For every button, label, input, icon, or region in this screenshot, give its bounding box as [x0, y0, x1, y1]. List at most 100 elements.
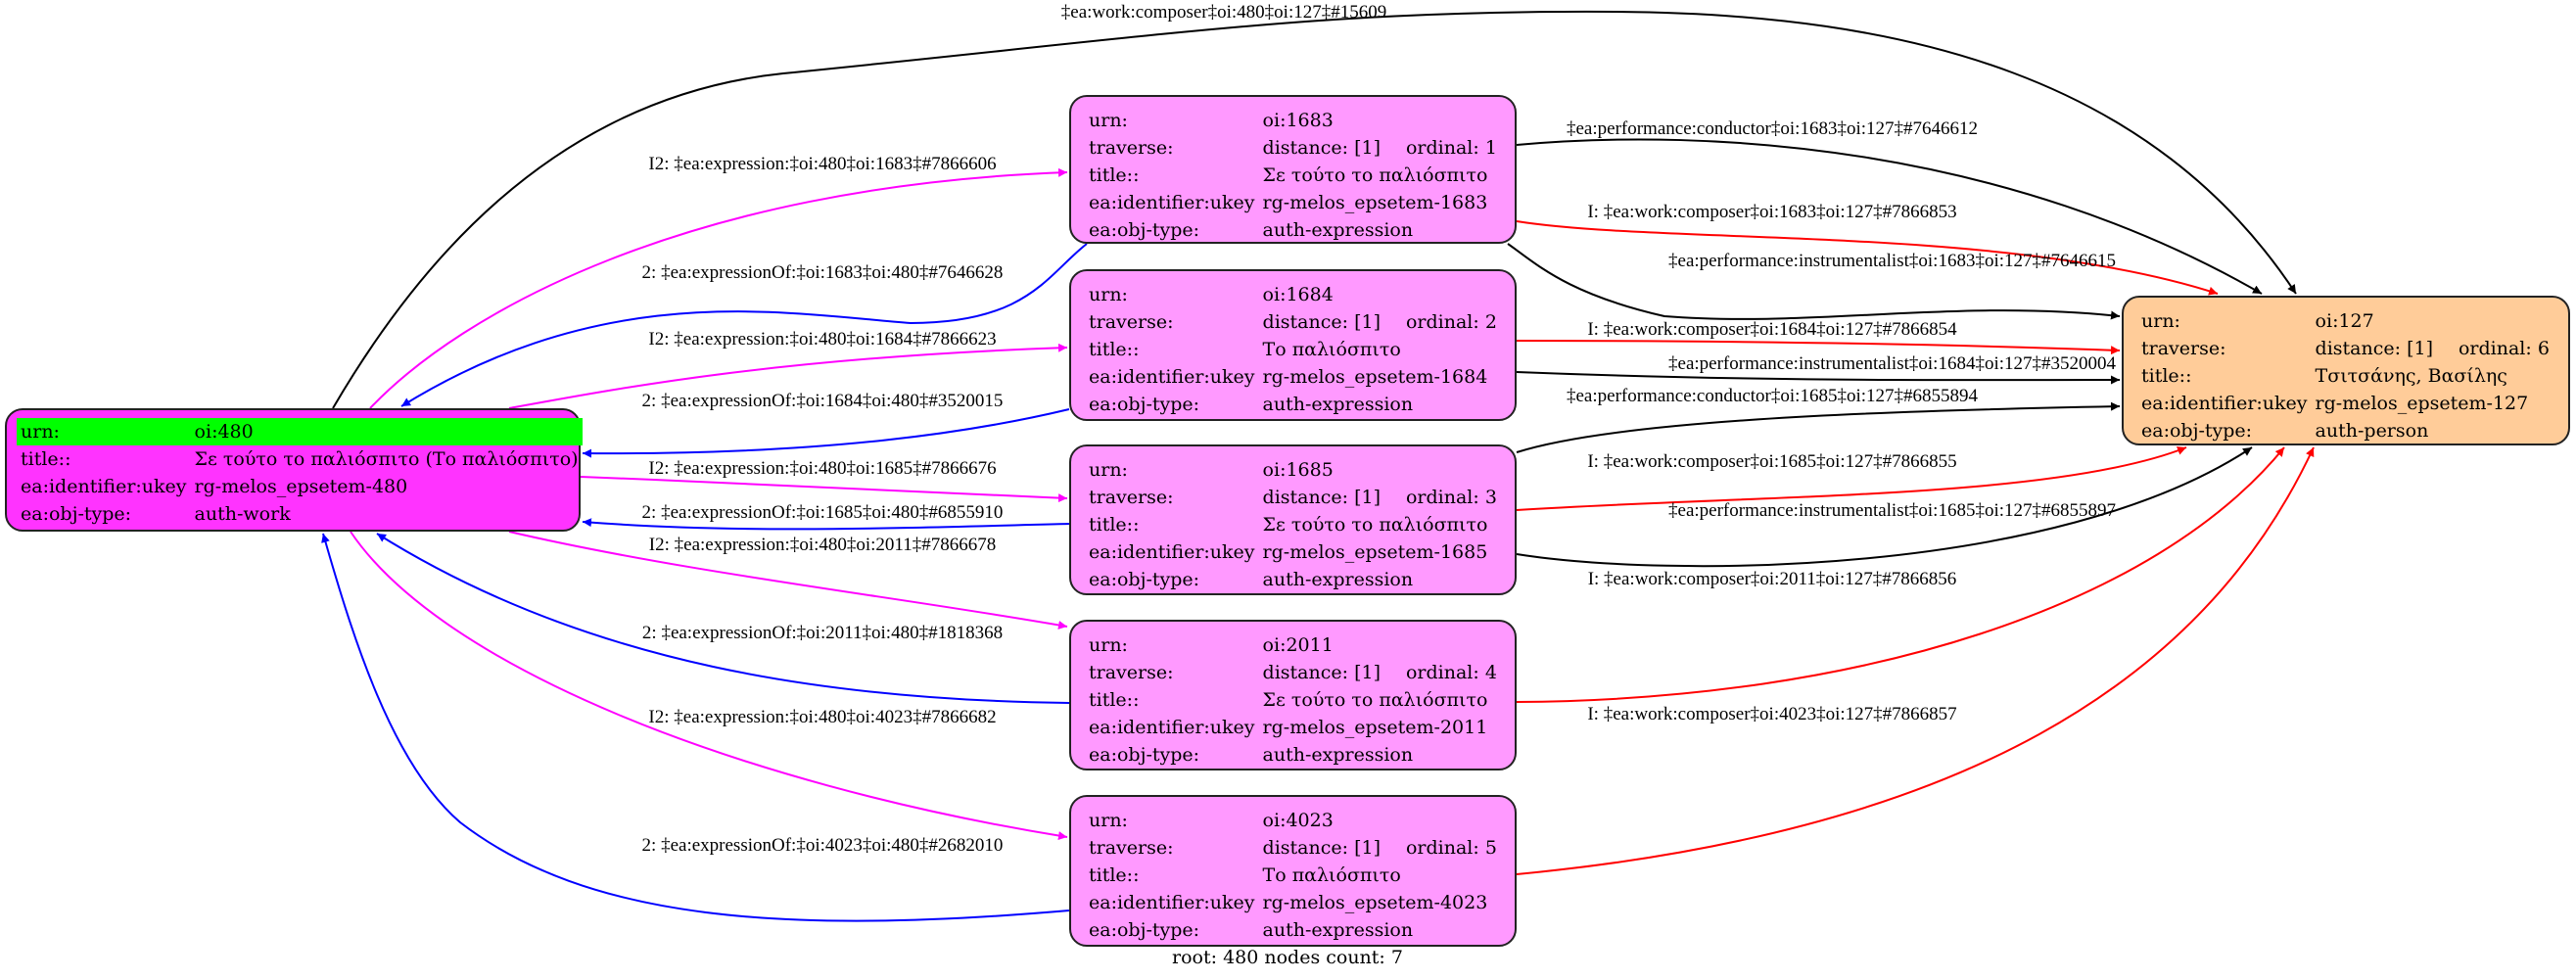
- edge-label-e8: I2: ‡ea:expression:‡oi:480‡oi:2011‡#7866…: [648, 535, 997, 555]
- edge-label-e6: I2: ‡ea:expression:‡oi:480‡oi:1685‡#7866…: [648, 458, 997, 479]
- field-title: title::Τσιτσάνης, Βασίλης: [2137, 362, 2553, 390]
- edge-e15: [1516, 340, 2121, 355]
- field-key: title::: [1089, 339, 1140, 360]
- field-key: urn:: [1089, 110, 1128, 131]
- edge-label-e11: 2: ‡ea:expressionOf:‡oi:4023‡oi:480‡#268…: [641, 835, 1004, 856]
- edge-e1: [332, 10, 2297, 409]
- field-type: ea:obj-type: auth-work: [17, 500, 583, 528]
- field-value: rg-melos_epsetem-4023: [1262, 892, 1488, 913]
- field-key: ea:identifier:ukey: [1089, 192, 1255, 213]
- field-type: ea:obj-type: auth-expression: [1085, 741, 1501, 769]
- edge-e18: [1516, 446, 2187, 511]
- ordinal: ordinal: 2: [1405, 311, 1497, 333]
- field-key: ea:identifier:ukey: [1089, 541, 1255, 563]
- field-value: Το παλιόσπιτο: [1262, 864, 1401, 886]
- field-key: traverse:: [1089, 487, 1174, 508]
- node-fields: urn: oi:1684 traverse: distance: [1]ordina…: [1085, 281, 1501, 418]
- edge-label-e21: I: ‡ea:work:composer‡oi:4023‡oi:127‡#786…: [1587, 704, 1957, 724]
- node-fields: urn:oi:1685 traverse: distance: [1]ordina…: [1085, 456, 1501, 593]
- field-title: title::Σε τούτο το παλιόσπιτο: [1085, 686, 1501, 714]
- field-urn: urn:oi:1685: [1085, 456, 1501, 484]
- field-value: auth-work: [194, 503, 291, 525]
- field-key: ea:identifier:ukey: [1089, 717, 1255, 738]
- field-key: ea:obj-type:: [1089, 219, 1200, 241]
- graph-caption: root: 480 nodes count: 7: [1172, 947, 1403, 968]
- field-key: urn:: [1089, 284, 1128, 305]
- edge-e21: [1516, 446, 2315, 875]
- field-traverse: traverse:distance: [1]ordinal: 6: [2137, 335, 2553, 362]
- field-title: title::Το παλιόσπιτο: [1085, 336, 1501, 363]
- edge-label-e12: ‡ea:performance:conductor‡oi:1683‡oi:127…: [1566, 118, 1979, 139]
- ordinal: ordinal: 3: [1405, 487, 1497, 508]
- field-key: title::: [1089, 864, 1140, 886]
- field-value: rg-melos_epsetem-1683: [1262, 192, 1488, 213]
- field-ukey: ea:identifier:ukey rg-melos_epsetem-1683: [1085, 189, 1501, 216]
- field-value: oi:1684: [1262, 284, 1334, 305]
- field-value: auth-expression: [1262, 744, 1414, 766]
- field-key: ea:obj-type:: [21, 503, 132, 525]
- field-value: distance: [1]ordinal: 2: [1259, 308, 1501, 336]
- field-traverse: traverse:distance: [1]ordinal: 4: [1085, 659, 1501, 686]
- edge-e6: [580, 476, 1068, 503]
- field-ukey: ea:identifier:ukey rg-melos_epsetem-480: [17, 473, 583, 500]
- edge-label-e16: ‡ea:performance:instrumentalist‡oi:1684‡…: [1668, 353, 2116, 374]
- node-oi-1685[interactable]: urn:oi:1685 traverse: distance: [1]ordina…: [1069, 444, 1517, 595]
- field-key: ea:identifier:ukey: [1089, 892, 1255, 913]
- edge-label-e10: I2: ‡ea:expression:‡oi:480‡oi:4023‡#7866…: [648, 707, 997, 727]
- field-key: urn:: [1089, 459, 1128, 481]
- node-oi-1683[interactable]: urn:oi:1683 traverse:distance: [1]ordina…: [1069, 95, 1517, 244]
- field-type: ea:obj-type:auth-expression: [1085, 566, 1501, 593]
- field-urn: urn: oi:1684: [1085, 281, 1501, 308]
- field-urn: urn:oi:2011: [1085, 631, 1501, 659]
- field-value: oi:480: [190, 418, 583, 445]
- node-fields: urn:oi:2011 traverse:distance: [1]ordina…: [1085, 631, 1501, 769]
- field-key: traverse:: [1089, 311, 1174, 333]
- field-value: Τσιτσάνης, Βασίλης: [2315, 365, 2507, 387]
- field-key: title::: [1089, 514, 1140, 536]
- node-fields: urn:oi:1683 traverse:distance: [1]ordina…: [1085, 107, 1501, 244]
- field-value: Σε τούτο το παλιόσπιτο (Το παλιόσπιτο): [194, 448, 579, 470]
- field-value: distance: [1] ordinal: 6: [2312, 335, 2553, 362]
- node-oi-480[interactable]: urn: oi:480 title:: Σε τούτο το παλιόσπι…: [5, 408, 583, 532]
- node-oi-2011[interactable]: urn:oi:2011 traverse:distance: [1]ordina…: [1069, 620, 1517, 770]
- edge-label-e13: I: ‡ea:work:composer‡oi:1683‡oi:127‡#786…: [1587, 202, 1957, 222]
- field-key: title::: [2141, 365, 2192, 387]
- distance: distance: [1]: [2315, 338, 2433, 359]
- edge-label-e1: ‡ea:work:composer‡oi:480‡oi:127‡#15609: [1060, 2, 1387, 23]
- field-key: traverse:: [1089, 837, 1174, 859]
- edge-label-e14: ‡ea:performance:instrumentalist‡oi:1683‡…: [1668, 251, 2116, 271]
- node-oi-4023[interactable]: urn:oi:4023 traverse:distance: [1]ordina…: [1069, 795, 1517, 947]
- field-value: distance: [1]ordinal: 3: [1259, 484, 1501, 511]
- edge-e19: [1516, 446, 2253, 568]
- node-oi-127[interactable]: urn:oi:127 traverse:distance: [1]ordinal…: [2122, 296, 2570, 445]
- field-key: title::: [1089, 164, 1140, 186]
- field-key: ea:obj-type:: [1089, 744, 1200, 766]
- edge-label-e17: ‡ea:performance:conductor‡oi:1685‡oi:127…: [1566, 386, 1979, 406]
- field-key: urn:: [17, 418, 191, 445]
- field-value: rg-melos_epsetem-1685: [1262, 541, 1488, 563]
- field-value: rg-melos_epsetem-1684: [1262, 366, 1488, 388]
- field-urn: urn:oi:127: [2137, 307, 2553, 335]
- node-fields: urn: oi:480 title:: Σε τούτο το παλιόσπι…: [17, 418, 583, 528]
- edge-e2: [369, 167, 1068, 409]
- ordinal: ordinal: 6: [2458, 338, 2550, 359]
- edge-label-e15: I: ‡ea:work:composer‡oi:1684‡oi:127‡#786…: [1587, 319, 1957, 340]
- field-traverse: traverse:distance: [1]ordinal: 5: [1085, 834, 1501, 862]
- node-oi-1684[interactable]: urn: oi:1684 traverse: distance: [1]ordina…: [1069, 269, 1517, 421]
- field-type: ea:obj-type:auth-expression: [1085, 916, 1501, 944]
- field-value: oi:2011: [1262, 634, 1334, 656]
- field-value: auth-expression: [1262, 919, 1414, 941]
- field-value: auth-expression: [1262, 569, 1414, 590]
- edge-e20: [1516, 446, 2285, 703]
- field-title: title::Σε τούτο το παλιόσπιτο: [1085, 511, 1501, 538]
- edge-label-e19: ‡ea:performance:instrumentalist‡oi:1685‡…: [1668, 500, 2116, 521]
- edge-e16: [1516, 371, 2121, 385]
- field-key: ea:identifier:ukey: [21, 476, 187, 497]
- edge-label-e20: I: ‡ea:work:composer‡oi:2011‡oi:127‡#786…: [1587, 569, 1957, 589]
- edge-e17: [1516, 401, 2121, 453]
- field-value: oi:127: [2315, 310, 2374, 332]
- field-traverse: traverse: distance: [1]ordinal: 3: [1085, 484, 1501, 511]
